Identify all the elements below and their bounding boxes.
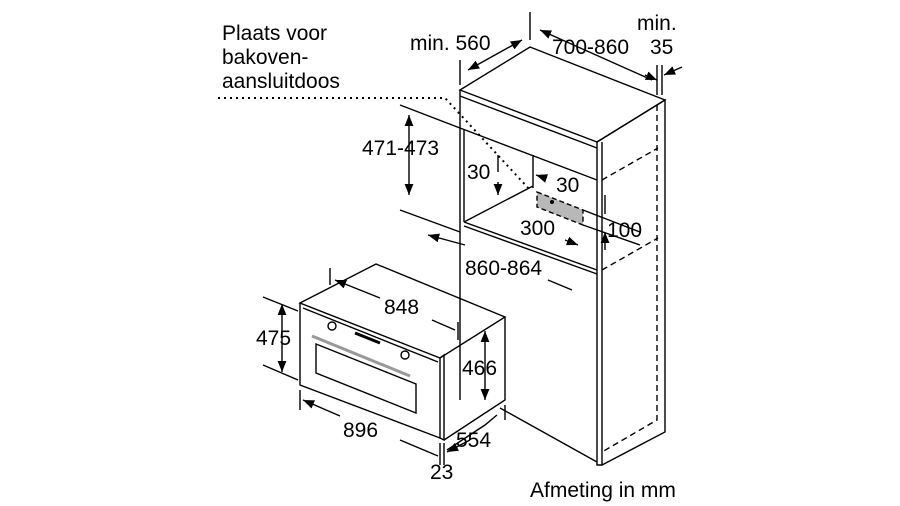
socket-note-line1: Plaats voor [222, 22, 328, 45]
dim-cabinet-width: 700-860 [552, 36, 630, 59]
unit-caption: Afmeting in mm [530, 479, 676, 502]
dim-oven-depth: 554 [456, 429, 492, 452]
dim-oven-width: 896 [343, 419, 379, 442]
dimension-lines [262, 12, 683, 465]
dim-oven-top-width: 848 [384, 296, 420, 319]
dim-panel-thickness: 23 [430, 461, 454, 484]
dim-socket-side: 30 [556, 174, 580, 197]
dim-oven-body-height: 466 [462, 357, 498, 380]
dim-socket-width: 300 [520, 217, 556, 240]
dim-side-min-label: min. [637, 12, 677, 35]
dim-oven-height: 475 [256, 327, 292, 350]
dim-niche-width: 860-864 [465, 257, 543, 280]
oven [298, 263, 507, 442]
dim-socket-top: 30 [467, 161, 491, 184]
dim-niche-height: 471-473 [362, 137, 440, 160]
dim-side-min-value: 35 [650, 36, 674, 59]
dim-cabinet-depth: min. 560 [410, 32, 491, 55]
dim-socket-height: 100 [607, 219, 643, 242]
socket-note-line3: aansluitdoos [222, 70, 340, 93]
socket-note-line2: bakoven- [222, 46, 309, 69]
tall-cabinet [458, 46, 667, 466]
